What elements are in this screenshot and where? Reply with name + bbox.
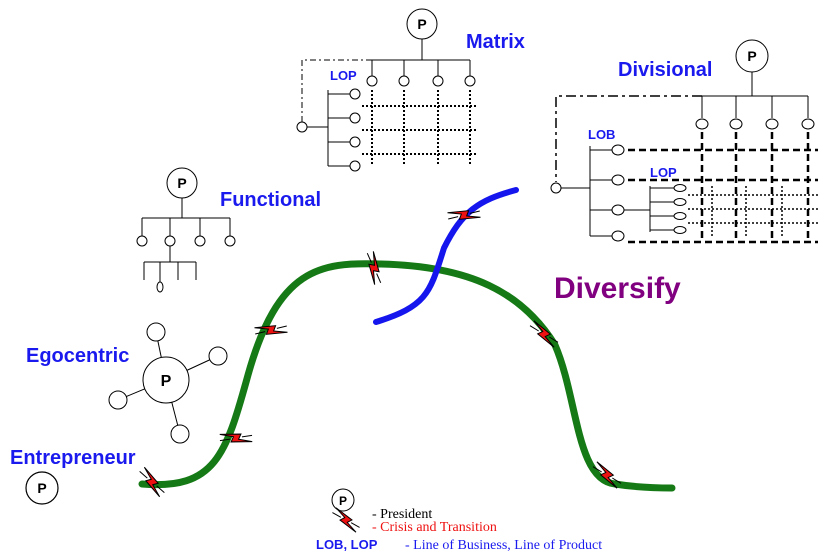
matrix-side-label: LOP: [330, 68, 357, 83]
stage-label-functional: Functional: [220, 189, 321, 211]
divisional-inner-label: LOP: [650, 165, 677, 180]
legend-abbrev: LOB, LOP: [316, 537, 378, 552]
divisional-side-label: LOB: [588, 127, 615, 142]
entrepreneur-president-node: [25, 471, 59, 505]
legend-president-text: - President: [372, 507, 432, 522]
matrix-node-label: P: [417, 16, 426, 32]
egocentric-structure: [108, 322, 228, 444]
legend: P - President - Crisis and Transition LO…: [316, 488, 602, 553]
stage-label-matrix: Matrix: [466, 31, 525, 53]
matrix-structure: [296, 8, 476, 172]
diversify-curve: [373, 187, 519, 325]
stage-label-diversify: Diversify: [554, 272, 681, 305]
divisional-node-label: P: [747, 48, 756, 64]
stage-label-divisional: Divisional: [618, 59, 712, 81]
egocentric-node-label: P: [161, 373, 172, 390]
growth-curve: [138, 260, 676, 492]
entrepreneur-node-label: P: [37, 480, 46, 496]
functional-node-label: P: [177, 175, 186, 191]
stage-label-egocentric: Egocentric: [26, 345, 129, 367]
divisional-structure: [550, 39, 818, 244]
functional-structure: [136, 167, 236, 293]
legend-president-symbol: P: [339, 494, 347, 508]
crisis-marker-icon: [356, 249, 392, 287]
stage-label-entrepreneur: Entrepreneur: [10, 447, 136, 469]
legend-abbrev-desc: - Line of Business, Line of Product: [405, 538, 602, 553]
legend-president-node: [331, 488, 355, 512]
legend-crisis-text: - Crisis and Transition: [372, 520, 497, 535]
